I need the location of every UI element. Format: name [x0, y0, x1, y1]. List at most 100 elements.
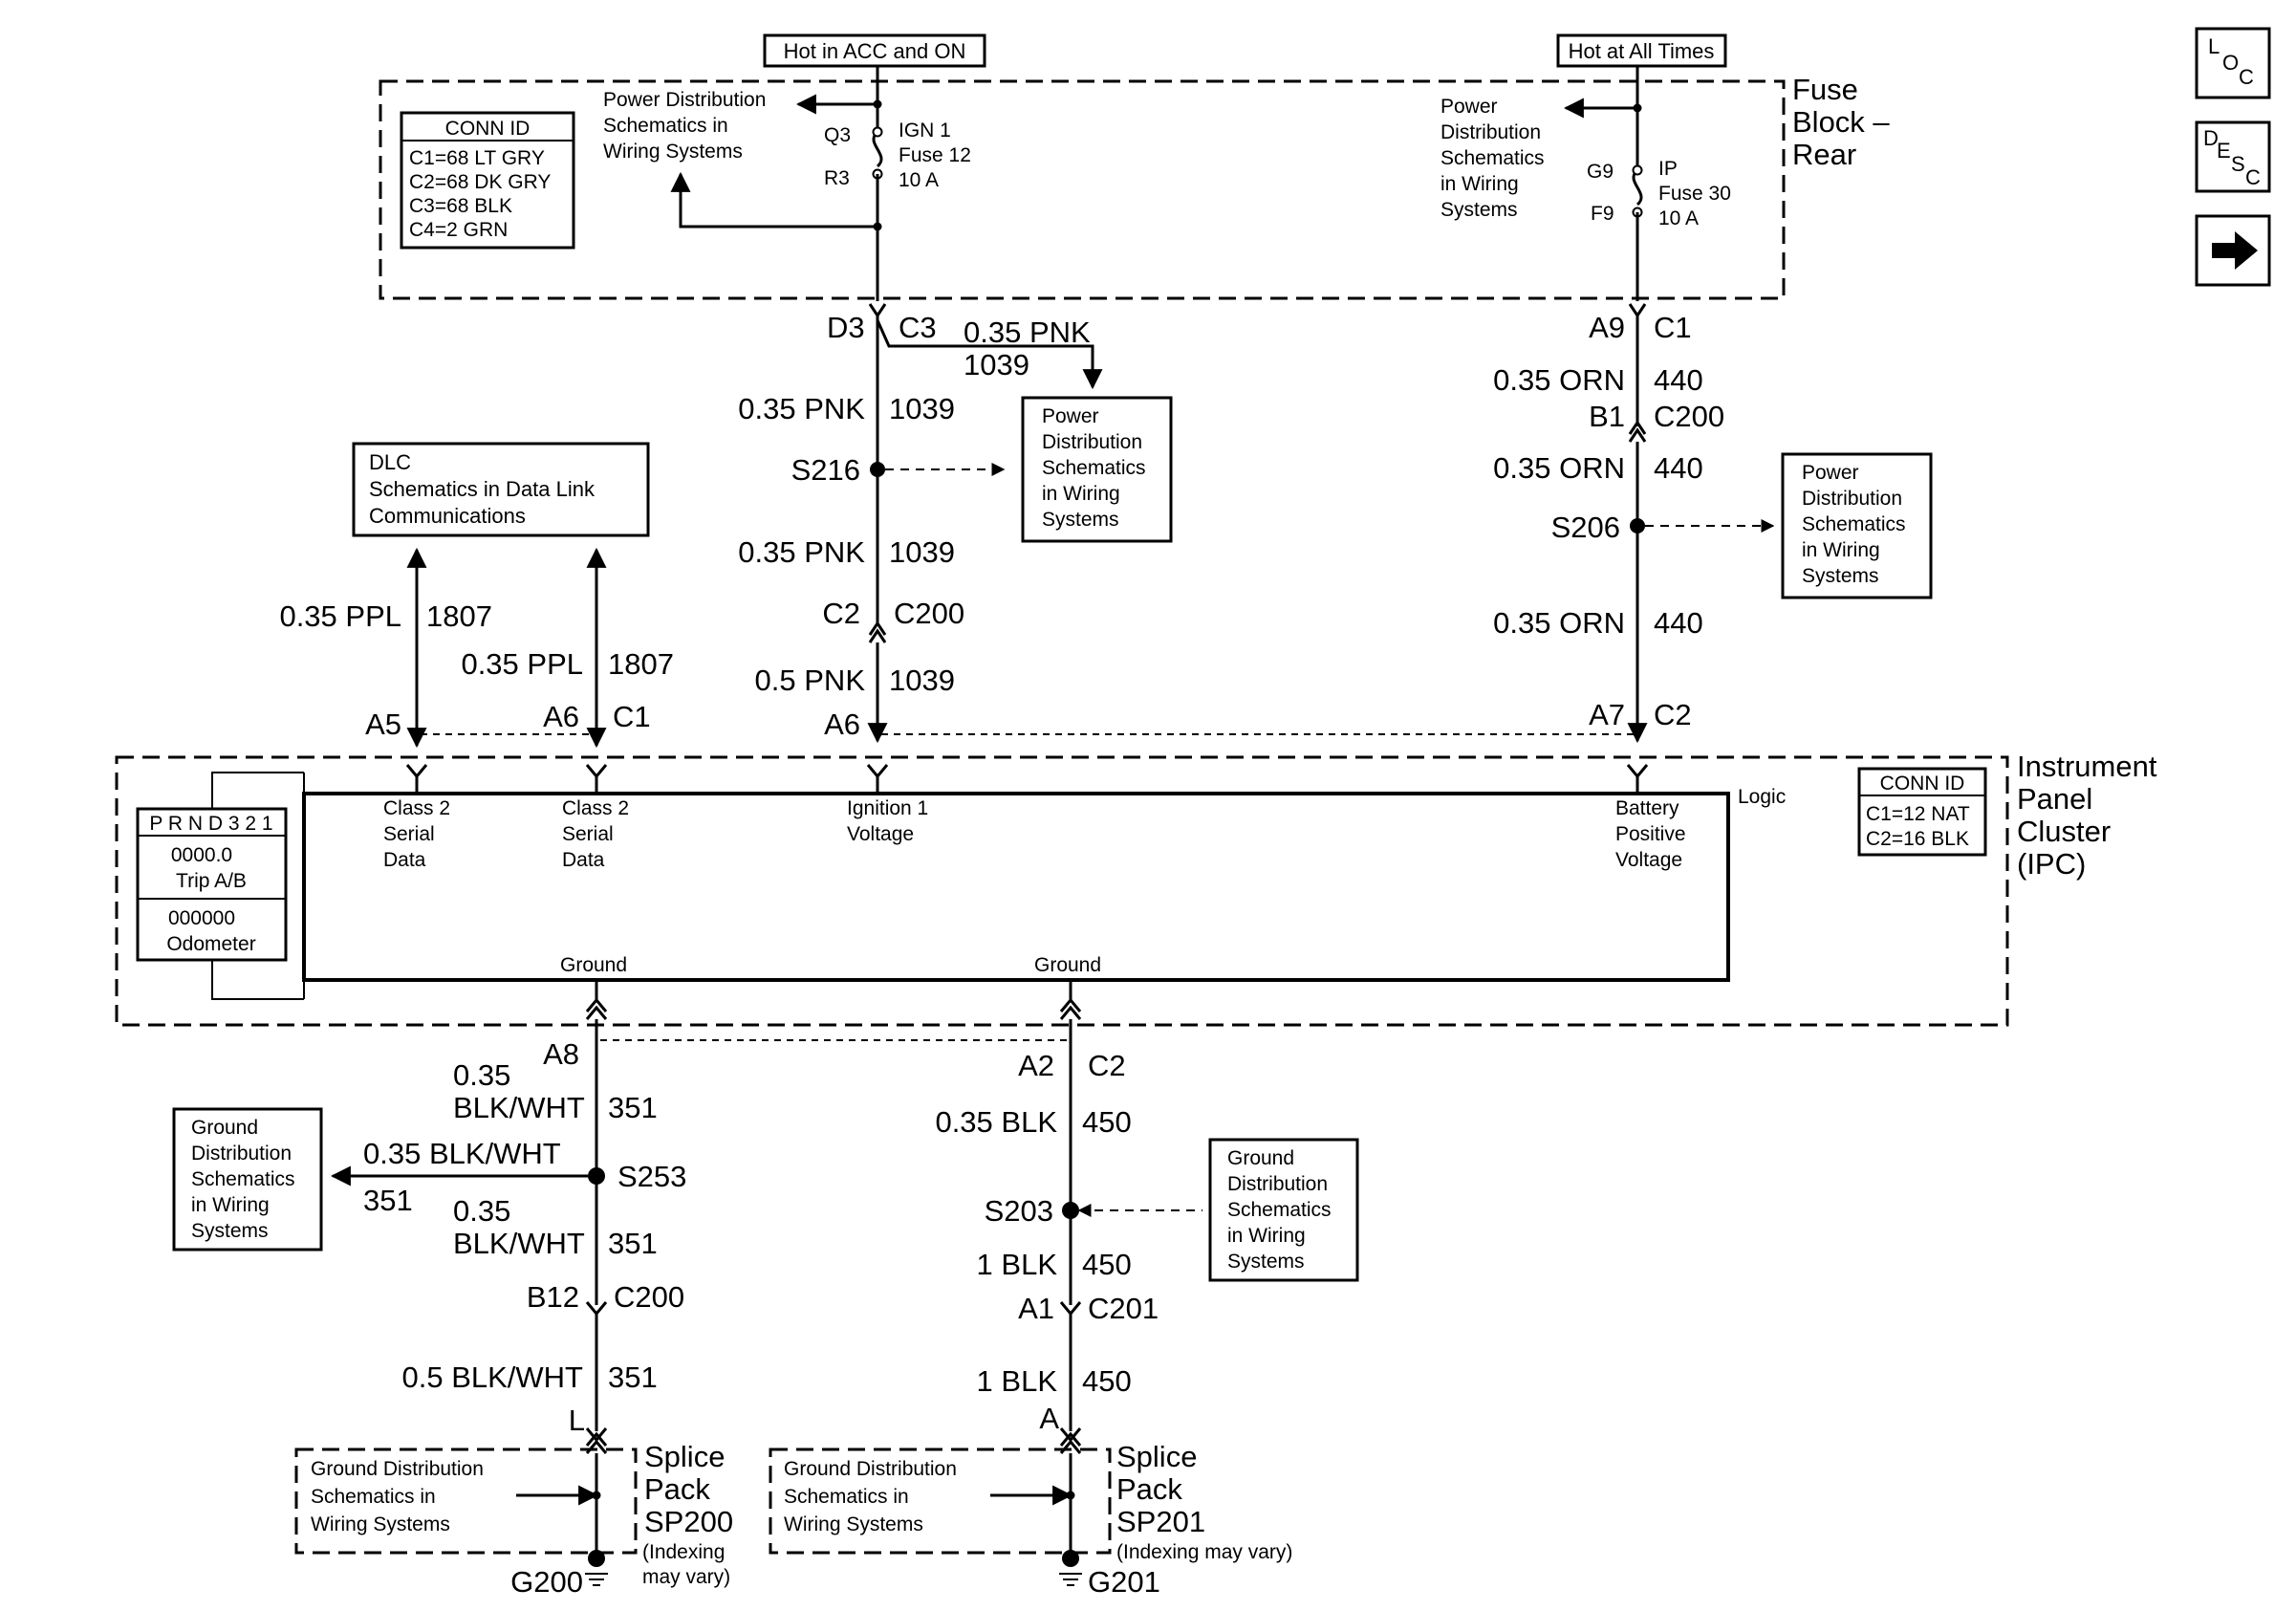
blkwht-branch-wire: 0.35 BLK/WHT [363, 1137, 561, 1170]
svg-text:SP200: SP200 [644, 1505, 733, 1538]
svg-text:Positive: Positive [1615, 823, 1686, 845]
svg-text:C1=68 LT GRY: C1=68 LT GRY [409, 147, 545, 169]
svg-text:in Wiring: in Wiring [1042, 483, 1120, 505]
blk-seg3-number: 450 [1082, 1364, 1132, 1398]
svg-text:Distribution: Distribution [1802, 488, 1902, 510]
ign1-fuse-label: IGN 1 Fuse 12 10 A [899, 120, 971, 191]
svg-text:Schematics in: Schematics in [311, 1486, 436, 1508]
a2-terminal: A2 [1018, 1049, 1054, 1082]
arrow-right-icon [2212, 231, 2258, 270]
blk-seg1-number: 450 [1082, 1105, 1132, 1139]
pnk-circuit-wire [867, 303, 1103, 744]
svg-text:in Wiring: in Wiring [1802, 539, 1880, 561]
svg-text:Systems: Systems [1440, 199, 1518, 221]
trip-label: Trip A/B [176, 870, 247, 892]
blk-seg2-number: 450 [1082, 1248, 1132, 1281]
hot-acc-on-label: Hot in ACC and ON [763, 33, 986, 68]
battery-positive-voltage-pin: Battery Positive Voltage [1615, 797, 1686, 871]
svg-text:Fuse 30: Fuse 30 [1658, 183, 1731, 205]
loc-button[interactable]: L O C [2195, 27, 2271, 99]
svg-text:L: L [2208, 34, 2220, 58]
svg-text:Systems: Systems [1227, 1251, 1305, 1273]
svg-text:Schematics: Schematics [1227, 1199, 1332, 1221]
ppl-wire-1: 0.35 PPL [279, 599, 401, 633]
c3-connector: C3 [899, 311, 937, 344]
svg-text:Distribution: Distribution [191, 1143, 292, 1165]
svg-text:Wiring Systems: Wiring Systems [311, 1513, 450, 1535]
s206-pd-box: Power Distribution Schematics in Wiring … [1781, 452, 1933, 599]
next-button[interactable] [2195, 214, 2271, 287]
ignition-voltage-pin: Ignition 1 Voltage [847, 797, 928, 845]
svg-text:Ignition 1: Ignition 1 [847, 797, 928, 819]
a7-terminal: A7 [1589, 698, 1625, 731]
ip-fuse-label: IP Fuse 30 10 A [1658, 158, 1731, 229]
svg-text:Panel: Panel [2017, 782, 2092, 816]
svg-text:in Wiring: in Wiring [191, 1194, 270, 1216]
sp200-boundary [294, 1448, 638, 1555]
ppl-number-2: 1807 [608, 647, 674, 681]
blk-seg2-wire: 1 BLK [977, 1248, 1058, 1281]
svg-text:Schematics: Schematics [191, 1168, 295, 1190]
c201-connector: C201 [1088, 1292, 1159, 1325]
svg-text:E: E [2217, 139, 2231, 163]
svg-text:Communications: Communications [369, 504, 526, 528]
svg-text:C2=68 DK GRY: C2=68 DK GRY [409, 171, 551, 193]
blkwht-branch-number: 351 [363, 1184, 413, 1217]
blkwht-seg1-wire-color: BLK/WHT [453, 1091, 585, 1124]
c1-connector-class2: C1 [613, 700, 651, 733]
svg-text:Distribution: Distribution [1440, 121, 1541, 143]
svg-text:Power Distribution: Power Distribution [603, 89, 766, 111]
svg-text:Power: Power [1440, 96, 1498, 118]
svg-text:Systems: Systems [1802, 565, 1879, 587]
pnk-seg2-wire: 0.35 PNK [738, 535, 865, 569]
svg-text:Schematics: Schematics [1042, 457, 1146, 479]
b12-terminal: B12 [527, 1280, 579, 1314]
ground-circuit-450-wire [990, 1019, 1202, 1539]
svg-text:Hot in ACC and ON: Hot in ACC and ON [784, 39, 966, 63]
s203-splice: S203 [985, 1194, 1053, 1228]
s216-pd-box: Power Distribution Schematics in Wiring … [1021, 396, 1173, 543]
ipc-conn-id: CONN ID C1=12 NAT C2=16 BLK [1857, 767, 1987, 857]
blkwht-seg3-wire: 0.5 BLK/WHT [402, 1361, 584, 1394]
g9-terminal: G9 [1587, 161, 1614, 183]
orn-seg3-wire: 0.35 ORN [1493, 606, 1625, 640]
a-terminal: A [1039, 1402, 1059, 1435]
class2-serial-data-pin-a: Class 2 Serial Data [383, 797, 450, 871]
svg-text:Distribution: Distribution [1227, 1173, 1328, 1195]
svg-text:Ground: Ground [1227, 1147, 1294, 1169]
l-terminal: L [569, 1404, 585, 1437]
ground-pin-b: Ground [1034, 954, 1101, 976]
svg-text:Pack: Pack [644, 1472, 710, 1506]
c2-terminal: C2 [822, 597, 860, 630]
svg-text:C1=12 NAT: C1=12 NAT [1866, 803, 1970, 825]
svg-text:Voltage: Voltage [1615, 849, 1682, 871]
dlc-box: DLC Schematics in Data Link Communicatio… [352, 442, 650, 537]
svg-text:Cluster: Cluster [2017, 815, 2111, 848]
blk-seg3-wire: 1 BLK [977, 1364, 1058, 1398]
a5-terminal: A5 [365, 708, 401, 741]
f9-terminal: F9 [1591, 203, 1614, 225]
svg-text:Block –: Block – [1792, 105, 1890, 139]
svg-text:Fuse: Fuse [1792, 73, 1858, 106]
svg-text:Schematics in: Schematics in [603, 115, 728, 137]
c1-connector-orn: C1 [1654, 311, 1692, 344]
logic-label: Logic [1738, 786, 1786, 808]
svg-text:Ground Distribution: Ground Distribution [784, 1458, 957, 1480]
orn-seg1-wire: 0.35 ORN [1493, 363, 1625, 397]
svg-text:C: C [2245, 165, 2261, 189]
s216-splice: S216 [791, 453, 860, 487]
c2-connector-ground: C2 [1088, 1049, 1126, 1082]
ppl-number-1: 1807 [426, 599, 492, 633]
ppl-wire-2: 0.35 PPL [461, 647, 583, 681]
svg-text:IP: IP [1658, 158, 1678, 180]
pnk-seg3-wire: 0.5 PNK [755, 664, 866, 697]
pnk-branch-number: 1039 [964, 348, 1029, 381]
s253-gd-box: Ground Distribution Schematics in Wiring… [172, 1107, 323, 1252]
svg-text:Serial: Serial [562, 823, 614, 845]
s206-splice: S206 [1551, 511, 1620, 544]
desc-button[interactable]: D E S C [2195, 120, 2271, 193]
svg-text:Data: Data [383, 849, 426, 871]
svg-text:Ground Distribution: Ground Distribution [311, 1458, 484, 1480]
d3-terminal: D3 [827, 311, 865, 344]
